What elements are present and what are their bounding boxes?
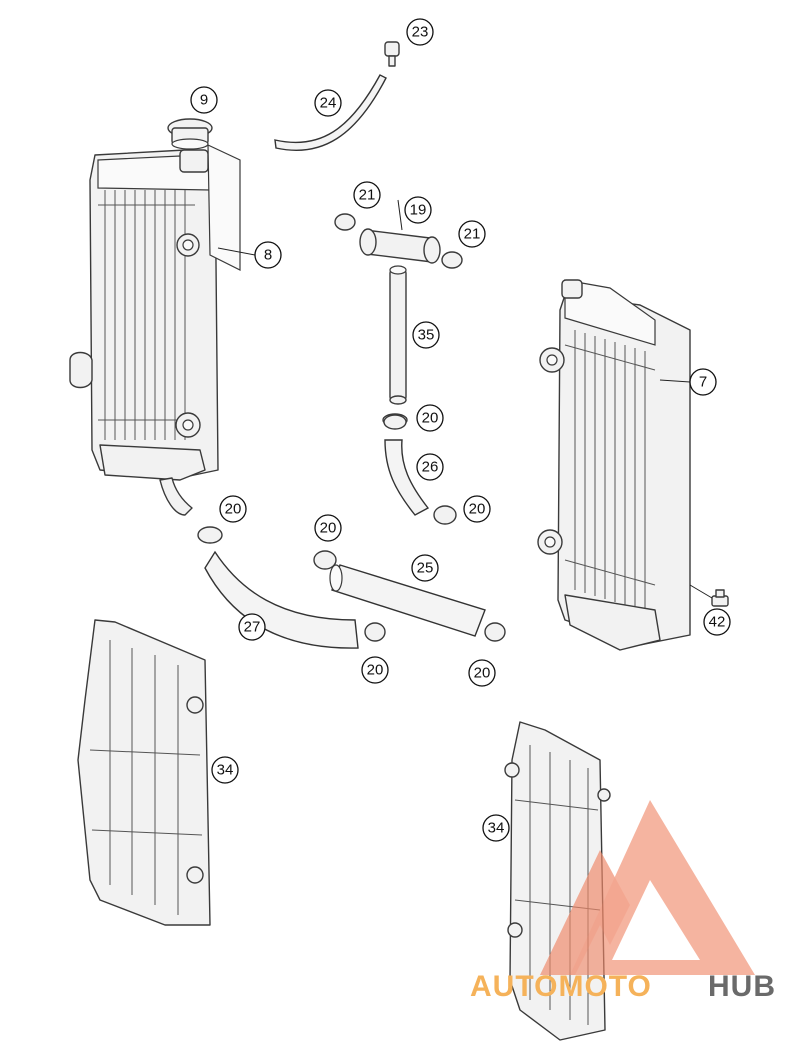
coolant-connector <box>334 213 463 269</box>
left-shroud <box>77 619 211 926</box>
svg-text:35: 35 <box>418 327 435 344</box>
right-radiator-fins <box>564 330 656 611</box>
callout-7: 7 <box>689 368 717 396</box>
svg-text:9: 9 <box>200 92 208 109</box>
svg-text:7: 7 <box>699 374 707 391</box>
svg-text:26: 26 <box>422 459 439 476</box>
callout-23: 23 <box>406 18 434 46</box>
svg-text:20: 20 <box>320 520 337 537</box>
svg-text:27: 27 <box>244 619 261 636</box>
svg-text:20: 20 <box>367 662 384 679</box>
svg-text:20: 20 <box>474 665 491 682</box>
svg-text:21: 21 <box>464 226 481 243</box>
callout-9: 9 <box>190 86 218 114</box>
callout-19: 19 <box>404 196 432 224</box>
callout-20-mid: 20 <box>314 514 342 542</box>
left-radiator-fins <box>98 190 195 440</box>
radiator-cap <box>167 118 213 150</box>
svg-text:21: 21 <box>359 187 376 204</box>
watermark-text-hub: HUB <box>708 970 776 1003</box>
svg-text:20: 20 <box>225 501 242 518</box>
watermark-m-shape <box>540 850 630 975</box>
callout-34-right: 34 <box>482 814 510 842</box>
callout-20-right: 20 <box>463 495 491 523</box>
leader-lines <box>217 199 713 599</box>
lower-hose-left <box>204 550 359 649</box>
callout-21-right: 21 <box>458 220 486 248</box>
callout-21-left: 21 <box>353 181 381 209</box>
breather-hose <box>274 74 387 152</box>
svg-text:24: 24 <box>320 95 337 112</box>
callout-35: 35 <box>412 321 440 349</box>
callout-42: 42 <box>703 608 731 636</box>
watermark-logo <box>540 800 755 975</box>
callout-27: 27 <box>238 613 266 641</box>
watermark-triangle-inner <box>612 880 700 960</box>
hose-fitting <box>384 41 400 67</box>
callout-25: 25 <box>411 554 439 582</box>
watermark-text-automoto: AUTOMOTO <box>470 970 652 1003</box>
callout-34-left: 34 <box>211 756 239 784</box>
callout-20-left: 20 <box>219 495 247 523</box>
callout-20-bottom-right: 20 <box>468 659 496 687</box>
right-radiator <box>537 279 691 651</box>
screw <box>711 589 729 607</box>
svg-text:8: 8 <box>264 247 272 264</box>
lower-hose-right <box>329 564 486 637</box>
svg-text:20: 20 <box>422 410 439 427</box>
connector-pipe <box>389 265 407 405</box>
callout-20-upper: 20 <box>416 404 444 432</box>
hose-clamps <box>197 414 506 642</box>
callouts: 23 24 9 8 21 19 21 35 7 20 26 20 20 20 2… <box>190 18 731 842</box>
callout-24: 24 <box>314 89 342 117</box>
callout-8: 8 <box>254 241 282 269</box>
callout-20-bottom-left: 20 <box>361 656 389 684</box>
svg-text:25: 25 <box>417 560 434 577</box>
svg-text:23: 23 <box>412 24 429 41</box>
left-radiator <box>69 144 241 516</box>
svg-text:19: 19 <box>410 202 427 219</box>
svg-text:42: 42 <box>709 614 726 631</box>
svg-text:34: 34 <box>488 820 505 837</box>
svg-text:34: 34 <box>217 762 234 779</box>
svg-text:20: 20 <box>469 501 486 518</box>
callout-26: 26 <box>416 453 444 481</box>
